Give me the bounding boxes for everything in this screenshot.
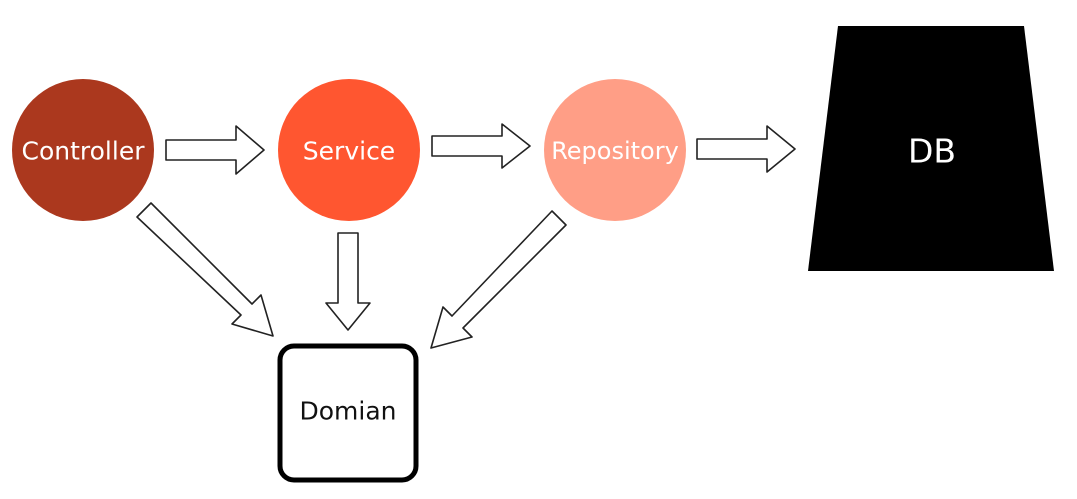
arrow-repository-to-db — [696, 125, 796, 173]
domain-label: Domian — [299, 397, 396, 426]
db-label: DB — [908, 132, 956, 171]
arrow-controller-to-service — [165, 125, 265, 175]
arrow-controller-to-domain — [136, 202, 274, 337]
repository-node — [544, 79, 686, 221]
domain-node — [277, 343, 419, 483]
arrow-service-to-domain — [325, 232, 371, 331]
arrow-repository-to-domain — [430, 210, 567, 349]
service-label: Service — [303, 137, 395, 166]
controller-node — [12, 79, 154, 221]
repository-label: Repository — [551, 137, 679, 165]
db-node — [808, 26, 1054, 271]
controller-label: Controller — [22, 137, 146, 166]
arrow-service-to-repository — [431, 123, 531, 169]
service-node — [278, 79, 420, 221]
